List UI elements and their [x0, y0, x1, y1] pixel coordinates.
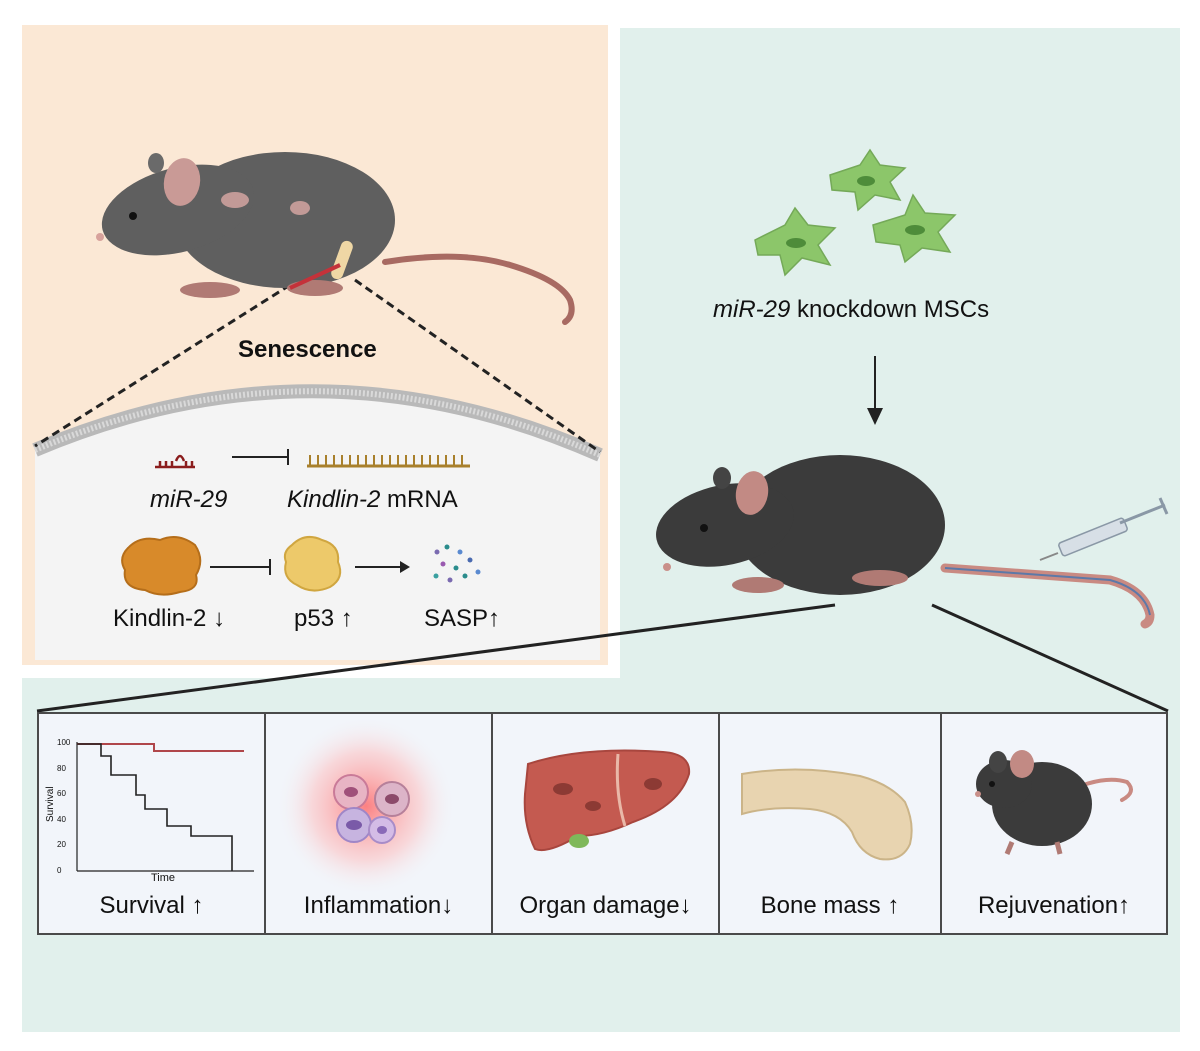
kindlin2-protein-icon	[121, 535, 202, 596]
survival-ytick: 0	[57, 865, 62, 875]
outcome-bone-mass-label: Bone mass ↑	[720, 892, 940, 920]
mir29-label: miR-29	[150, 486, 228, 513]
inhibit-arrow-p53	[210, 559, 271, 575]
liver-icon	[523, 749, 691, 852]
activate-arrow-sasp	[355, 561, 410, 573]
sasp-label: SASP↑	[424, 605, 500, 633]
survival-ytick: 60	[57, 789, 66, 798]
outcome-organ-damage: Organ damage↓	[491, 712, 720, 935]
up-arrow-icon: ↑	[880, 892, 900, 919]
mir29-glyph	[155, 454, 195, 469]
p53-protein-icon	[283, 535, 342, 592]
up-arrow-icon: ↑	[340, 605, 353, 632]
survival-ytick: 20	[57, 840, 66, 849]
outcome-text: Survival	[99, 892, 185, 919]
outcome-inflammation-label: Inflammation↓	[266, 892, 491, 920]
survival-ytick: 80	[57, 763, 66, 773]
survival-xlabel: Time	[151, 872, 176, 884]
outcome-survival: Survival Time 100 80 60 40 20 0 Survival ↑	[37, 712, 266, 935]
kindlin2-mrna-gene: Kindlin-2	[287, 486, 381, 513]
down-arrow-icon: ↓	[441, 892, 454, 919]
p53-label: p53 ↑	[294, 605, 353, 633]
up-arrow-icon: ↑	[1118, 892, 1131, 919]
survival-plot	[76, 742, 254, 872]
kindlin2-mrna-glyph	[307, 455, 470, 468]
kindlin2-text: Kindlin-2	[113, 605, 207, 632]
syringe-icon	[1039, 497, 1169, 561]
msc-cells-icon	[754, 148, 957, 277]
up-arrow-icon: ↑	[184, 892, 204, 919]
msc-gene: miR-29	[713, 296, 791, 323]
kindlin2-mrna-label: Kindlin-2 mRNA	[287, 486, 458, 514]
p53-text: p53	[294, 605, 335, 632]
outcome-organ-damage-label: Organ damage↓	[493, 892, 718, 920]
sasp-text: SASP	[424, 605, 489, 632]
outcome-text: Rejuvenation	[977, 892, 1119, 919]
outcomes-zoom-left	[36, 603, 836, 713]
senescent-mouse	[96, 152, 575, 325]
young-mouse-icon	[975, 750, 1133, 855]
msc-suffix: knockdown MSCs	[790, 296, 990, 323]
bone-icon	[741, 768, 913, 861]
down-arrow-icon	[867, 356, 883, 425]
kindlin2-mrna-suffix: mRNA	[380, 486, 458, 513]
outcome-rejuvenation: Rejuvenation↑	[940, 712, 1168, 935]
kindlin2-protein-label: Kindlin-2 ↓	[113, 605, 225, 633]
outcome-inflammation: Inflammation↓	[264, 712, 493, 935]
outcomes-zoom-right	[931, 603, 1169, 713]
survival-ytick: 40	[57, 814, 66, 824]
inflammation-icon	[276, 716, 456, 896]
treated-mouse	[656, 455, 1155, 629]
inhibit-arrow-mrna	[232, 449, 289, 465]
survival-ytick: 100	[57, 738, 71, 747]
outcome-survival-label: Survival ↑	[39, 892, 264, 920]
sasp-particles-icon	[433, 544, 481, 583]
outcome-rejuvenation-label: Rejuvenation↑	[942, 892, 1166, 920]
outcome-text: Bone mass	[760, 892, 881, 919]
survival-curve-treated	[77, 743, 244, 752]
outcome-text: Organ damage	[519, 892, 680, 919]
msc-label: miR-29 knockdown MSCs	[713, 296, 989, 324]
zoom-line-right	[354, 278, 601, 454]
down-arrow-icon: ↓	[679, 892, 692, 919]
up-arrow-icon: ↑	[488, 605, 501, 632]
senescence-title: Senescence	[238, 336, 377, 363]
survival-curve-control	[77, 743, 233, 871]
down-arrow-icon: ↓	[213, 605, 226, 632]
zoom-line-left	[34, 283, 291, 448]
survival-ylabel: Survival	[45, 786, 56, 822]
outcome-bone-mass: Bone mass ↑	[718, 712, 942, 935]
outcome-text: Inflammation	[303, 892, 442, 919]
